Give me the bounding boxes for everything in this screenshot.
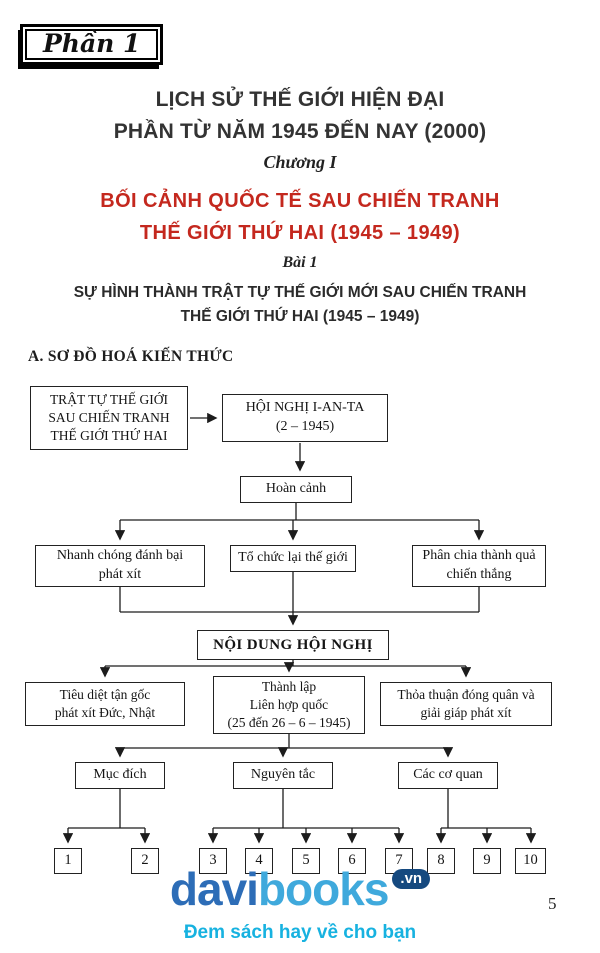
section-heading: A. SƠ ĐỒ HOÁ KIẾN THỨC xyxy=(28,348,234,365)
flow-box-world-order: TRẬT TỰ THẾ GIỚI SAU CHIẾN TRANH THẾ GIỚ… xyxy=(30,386,188,450)
flow-box-reorganize-world: Tổ chức lại thế giới xyxy=(230,545,356,572)
flow-box-number-4: 4 xyxy=(245,848,273,874)
flow-box-conference-content: NỘI DUNG HỘI NGHỊ xyxy=(197,630,389,660)
flow-box-un-organs: Các cơ quan xyxy=(398,762,498,789)
flow-box-un-purpose: Mục đích xyxy=(75,762,165,789)
flow-box-number-3: 3 xyxy=(199,848,227,874)
flow-box-number-6: 6 xyxy=(338,848,366,874)
doc-title: LỊCH SỬ THẾ GIỚI HIỆN ĐẠI PHẦN TỪ NĂM 19… xyxy=(113,88,487,143)
flow-box-defeat-fascists: Nhanh chóng đánh bại phát xít xyxy=(35,545,205,587)
flow-box-context: Hoàn cảnh xyxy=(240,476,352,503)
logo-vn-badge: .vn xyxy=(392,869,431,889)
flow-box-number-5: 5 xyxy=(292,848,320,874)
flow-box-un-principles: Nguyên tắc xyxy=(233,762,333,789)
chapter-title: BỐI CẢNH QUỐC TẾ SAU CHIẾN TRANH THẾ GIỚ… xyxy=(100,190,500,244)
flow-box-found-un: Thành lập Liên hợp quốc (25 đến 26 – 6 –… xyxy=(213,676,365,734)
flow-box-occupation-agreement: Thỏa thuận đóng quân và giải giáp phát x… xyxy=(380,682,552,726)
flow-box-number-2: 2 xyxy=(131,848,159,874)
logo-tagline: Đem sách hay về cho bạn xyxy=(183,922,417,943)
page-number: 5 xyxy=(548,894,557,913)
flow-box-number-8: 8 xyxy=(427,848,455,874)
chapter-label: Chương I xyxy=(263,152,337,172)
flow-box-number-10: 10 xyxy=(515,848,546,874)
part-badge: Phần 1 xyxy=(20,24,164,65)
logo-text-davi: davi xyxy=(169,863,259,915)
flow-box-divide-spoils: Phân chia thành quả chiến thắng xyxy=(412,545,546,587)
lesson-label: Bài 1 xyxy=(282,254,318,271)
lesson-title: SỰ HÌNH THÀNH TRẬT TỰ THẾ GIỚI MỚI SAU C… xyxy=(73,284,527,325)
flow-box-number-1: 1 xyxy=(54,848,82,874)
logo-text-books: books xyxy=(257,863,389,915)
flow-box-number-9: 9 xyxy=(473,848,501,874)
publisher-logo: davibooks.vn xyxy=(0,866,600,912)
flow-box-destroy-fascism: Tiêu diệt tận gốc phát xít Đức, Nhật xyxy=(25,682,185,726)
flow-box-yalta-conference: HỘI NGHỊ I-AN-TA (2 – 1945) xyxy=(222,394,388,442)
